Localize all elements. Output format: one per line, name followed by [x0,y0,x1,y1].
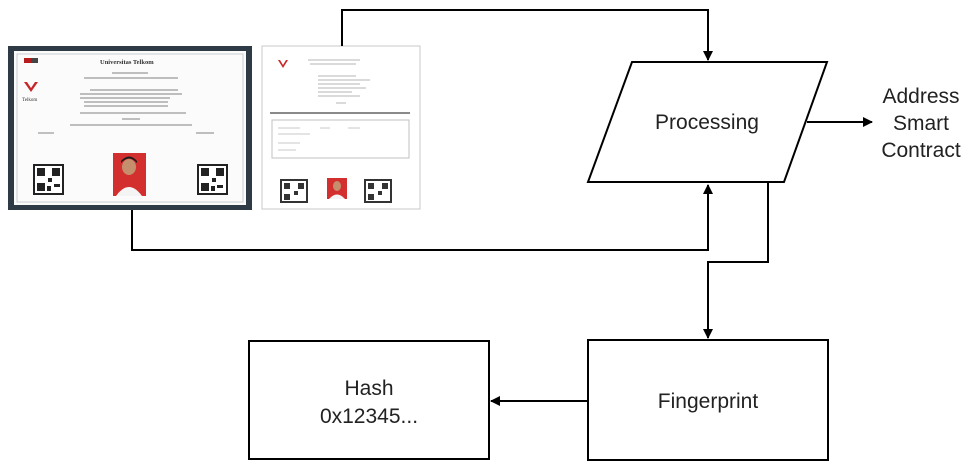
fingerprint-node: Fingerprint [587,339,829,461]
telkom-logo: Telkom [22,58,38,103]
address-line-3: Contract [881,139,961,162]
connector-processing-to-fingerprint [703,182,769,339]
page-qr-right [364,179,392,203]
page-table [271,119,410,159]
certificate-title: Universitas Telkom [100,59,154,66]
student-photo [113,153,146,196]
hash-label: Hash [344,377,393,400]
hash-value: 0x12345... [320,405,418,428]
certificate-text-lines [38,72,214,134]
certificate-image-back [261,45,421,210]
qr-code-left [33,164,64,195]
processing-label: Processing [655,111,759,134]
fingerprint-label: Fingerprint [658,390,759,413]
page-photo [327,178,347,199]
page-table-lines [278,127,360,151]
processing-node: Processing [586,61,829,183]
certificate-image-front: Telkom Universitas Telkom [8,46,252,210]
connector-image1-to-processing [131,184,713,251]
hash-node: Hash 0x12345... [248,340,490,460]
qr-code-right [197,164,228,195]
address-line-2: Smart [893,112,949,135]
small-logo [278,60,288,68]
address-smart-contract-label: Address Smart Contract [881,85,961,162]
connector-image2-to-processing [341,9,713,61]
page-text-lines [270,59,410,114]
address-line-1: Address [882,85,959,108]
logo-text: Telkom [22,98,37,103]
page-qr-left [280,179,308,203]
